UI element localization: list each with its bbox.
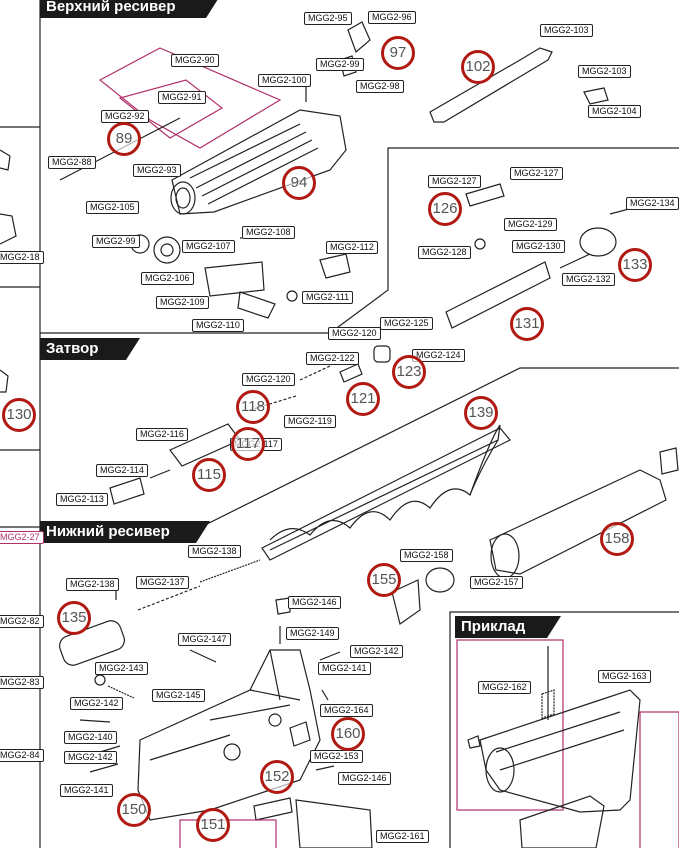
part-label: MGG2-149 [286, 627, 339, 640]
part-label: MGG2-18 [0, 251, 44, 264]
part-label: MGG2-122 [306, 352, 359, 365]
part-label: MGG2-146 [288, 596, 341, 609]
part-label: MGG2-142 [70, 697, 123, 710]
part-label: MGG2-142 [350, 645, 403, 658]
callout-marker: 126 [428, 192, 462, 226]
part-label: MGG2-95 [304, 12, 352, 25]
part-label: MGG2-134 [626, 197, 679, 210]
part-label: MGG2-103 [540, 24, 593, 37]
part-label: MGG2-164 [320, 704, 373, 717]
part-label: MGG2-113 [56, 493, 108, 506]
header-lower-receiver: Нижний ресивер [40, 521, 210, 543]
part-label: MGG2-140 [64, 731, 117, 744]
part-label: MGG2-147 [178, 633, 231, 646]
part-label: MGG2-145 [152, 689, 205, 702]
part-label: MGG2-88 [48, 156, 96, 169]
callout-marker: 160 [331, 717, 365, 751]
callout-marker: 102 [461, 50, 495, 84]
part-label: MGG2-105 [86, 201, 139, 214]
part-label: MGG2-141 [318, 662, 371, 675]
part-label: MGG2-103 [578, 65, 631, 78]
part-label: MGG2-84 [0, 749, 44, 762]
part-label: MGG2-127 [510, 167, 563, 180]
part-label: MGG2-107 [182, 240, 235, 253]
callout-marker: 94 [282, 166, 316, 200]
part-label: MGG2-163 [598, 670, 651, 683]
part-label: MGG2-104 [588, 105, 641, 118]
callout-marker: 158 [600, 522, 634, 556]
part-label: MGG2-132 [562, 273, 615, 286]
callout-marker: 89 [107, 122, 141, 156]
part-label: MGG2-130 [512, 240, 565, 253]
header-upper-receiver: Верхний ресивер [40, 0, 220, 18]
part-label: MGG2-162 [478, 681, 531, 694]
part-label: MGG2-114 [96, 464, 148, 477]
part-label: MGG2-96 [368, 11, 416, 24]
callout-marker: 150 [117, 793, 151, 827]
part-label: MGG2-93 [133, 164, 181, 177]
part-label: MGG2-109 [156, 296, 209, 309]
part-label: MGG2-153 [310, 750, 363, 763]
part-label: MGG2-83 [0, 676, 44, 689]
part-label: MGG2-129 [504, 218, 557, 231]
part-label: MGG2-116 [136, 428, 188, 441]
part-label: MGG2-112 [326, 241, 378, 254]
part-label: MGG2-138 [66, 578, 119, 591]
callout-marker: 130 [2, 398, 36, 432]
part-label: MGG2-98 [356, 80, 404, 93]
part-label: MGG2-110 [192, 319, 244, 332]
part-label: MGG2-146 [338, 772, 391, 785]
part-label: MGG2-142 [64, 751, 117, 764]
part-label: MGG2-120 [242, 373, 295, 386]
part-label: MGG2-138 [188, 545, 241, 558]
header-stock: Приклад [455, 616, 561, 638]
part-label: MGG2-27 [0, 531, 44, 544]
part-label: MGG2-82 [0, 615, 44, 628]
part-label: MGG2-120 [328, 327, 381, 340]
callout-marker: 151 [196, 808, 230, 842]
part-label: MGG2-137 [136, 576, 189, 589]
callout-marker: 123 [392, 355, 426, 389]
callout-marker: 97 [381, 36, 415, 70]
callout-marker: 131 [510, 307, 544, 341]
part-label: MGG2-100 [258, 74, 311, 87]
part-label: MGG2-128 [418, 246, 471, 259]
header-bolt: Затвор [40, 338, 140, 360]
part-label: MGG2-161 [376, 830, 429, 843]
callout-marker: 118 [236, 390, 270, 424]
callout-marker: 152 [260, 760, 294, 794]
part-label: MGG2-157 [470, 576, 523, 589]
part-label: MGG2-143 [95, 662, 148, 675]
part-label: MGG2-119 [284, 415, 336, 428]
part-label: MGG2-106 [141, 272, 194, 285]
part-label: MGG2-99 [92, 235, 140, 248]
part-label: MGG2-91 [158, 91, 206, 104]
part-label: MGG2-108 [242, 226, 295, 239]
callout-marker: 117 [231, 427, 265, 461]
part-label: MGG2-158 [400, 549, 453, 562]
part-label: MGG2-99 [316, 58, 364, 71]
callout-marker: 135 [57, 601, 91, 635]
part-label: MGG2-90 [171, 54, 219, 67]
callout-marker: 115 [192, 458, 226, 492]
part-label: MGG2-127 [428, 175, 481, 188]
part-label: MGG2-141 [60, 784, 113, 797]
callout-marker: 121 [346, 382, 380, 416]
callout-marker: 139 [464, 396, 498, 430]
part-label: MGG2-111 [302, 291, 354, 304]
callout-marker: 133 [618, 248, 652, 282]
callout-marker: 155 [367, 563, 401, 597]
part-label: MGG2-125 [380, 317, 433, 330]
